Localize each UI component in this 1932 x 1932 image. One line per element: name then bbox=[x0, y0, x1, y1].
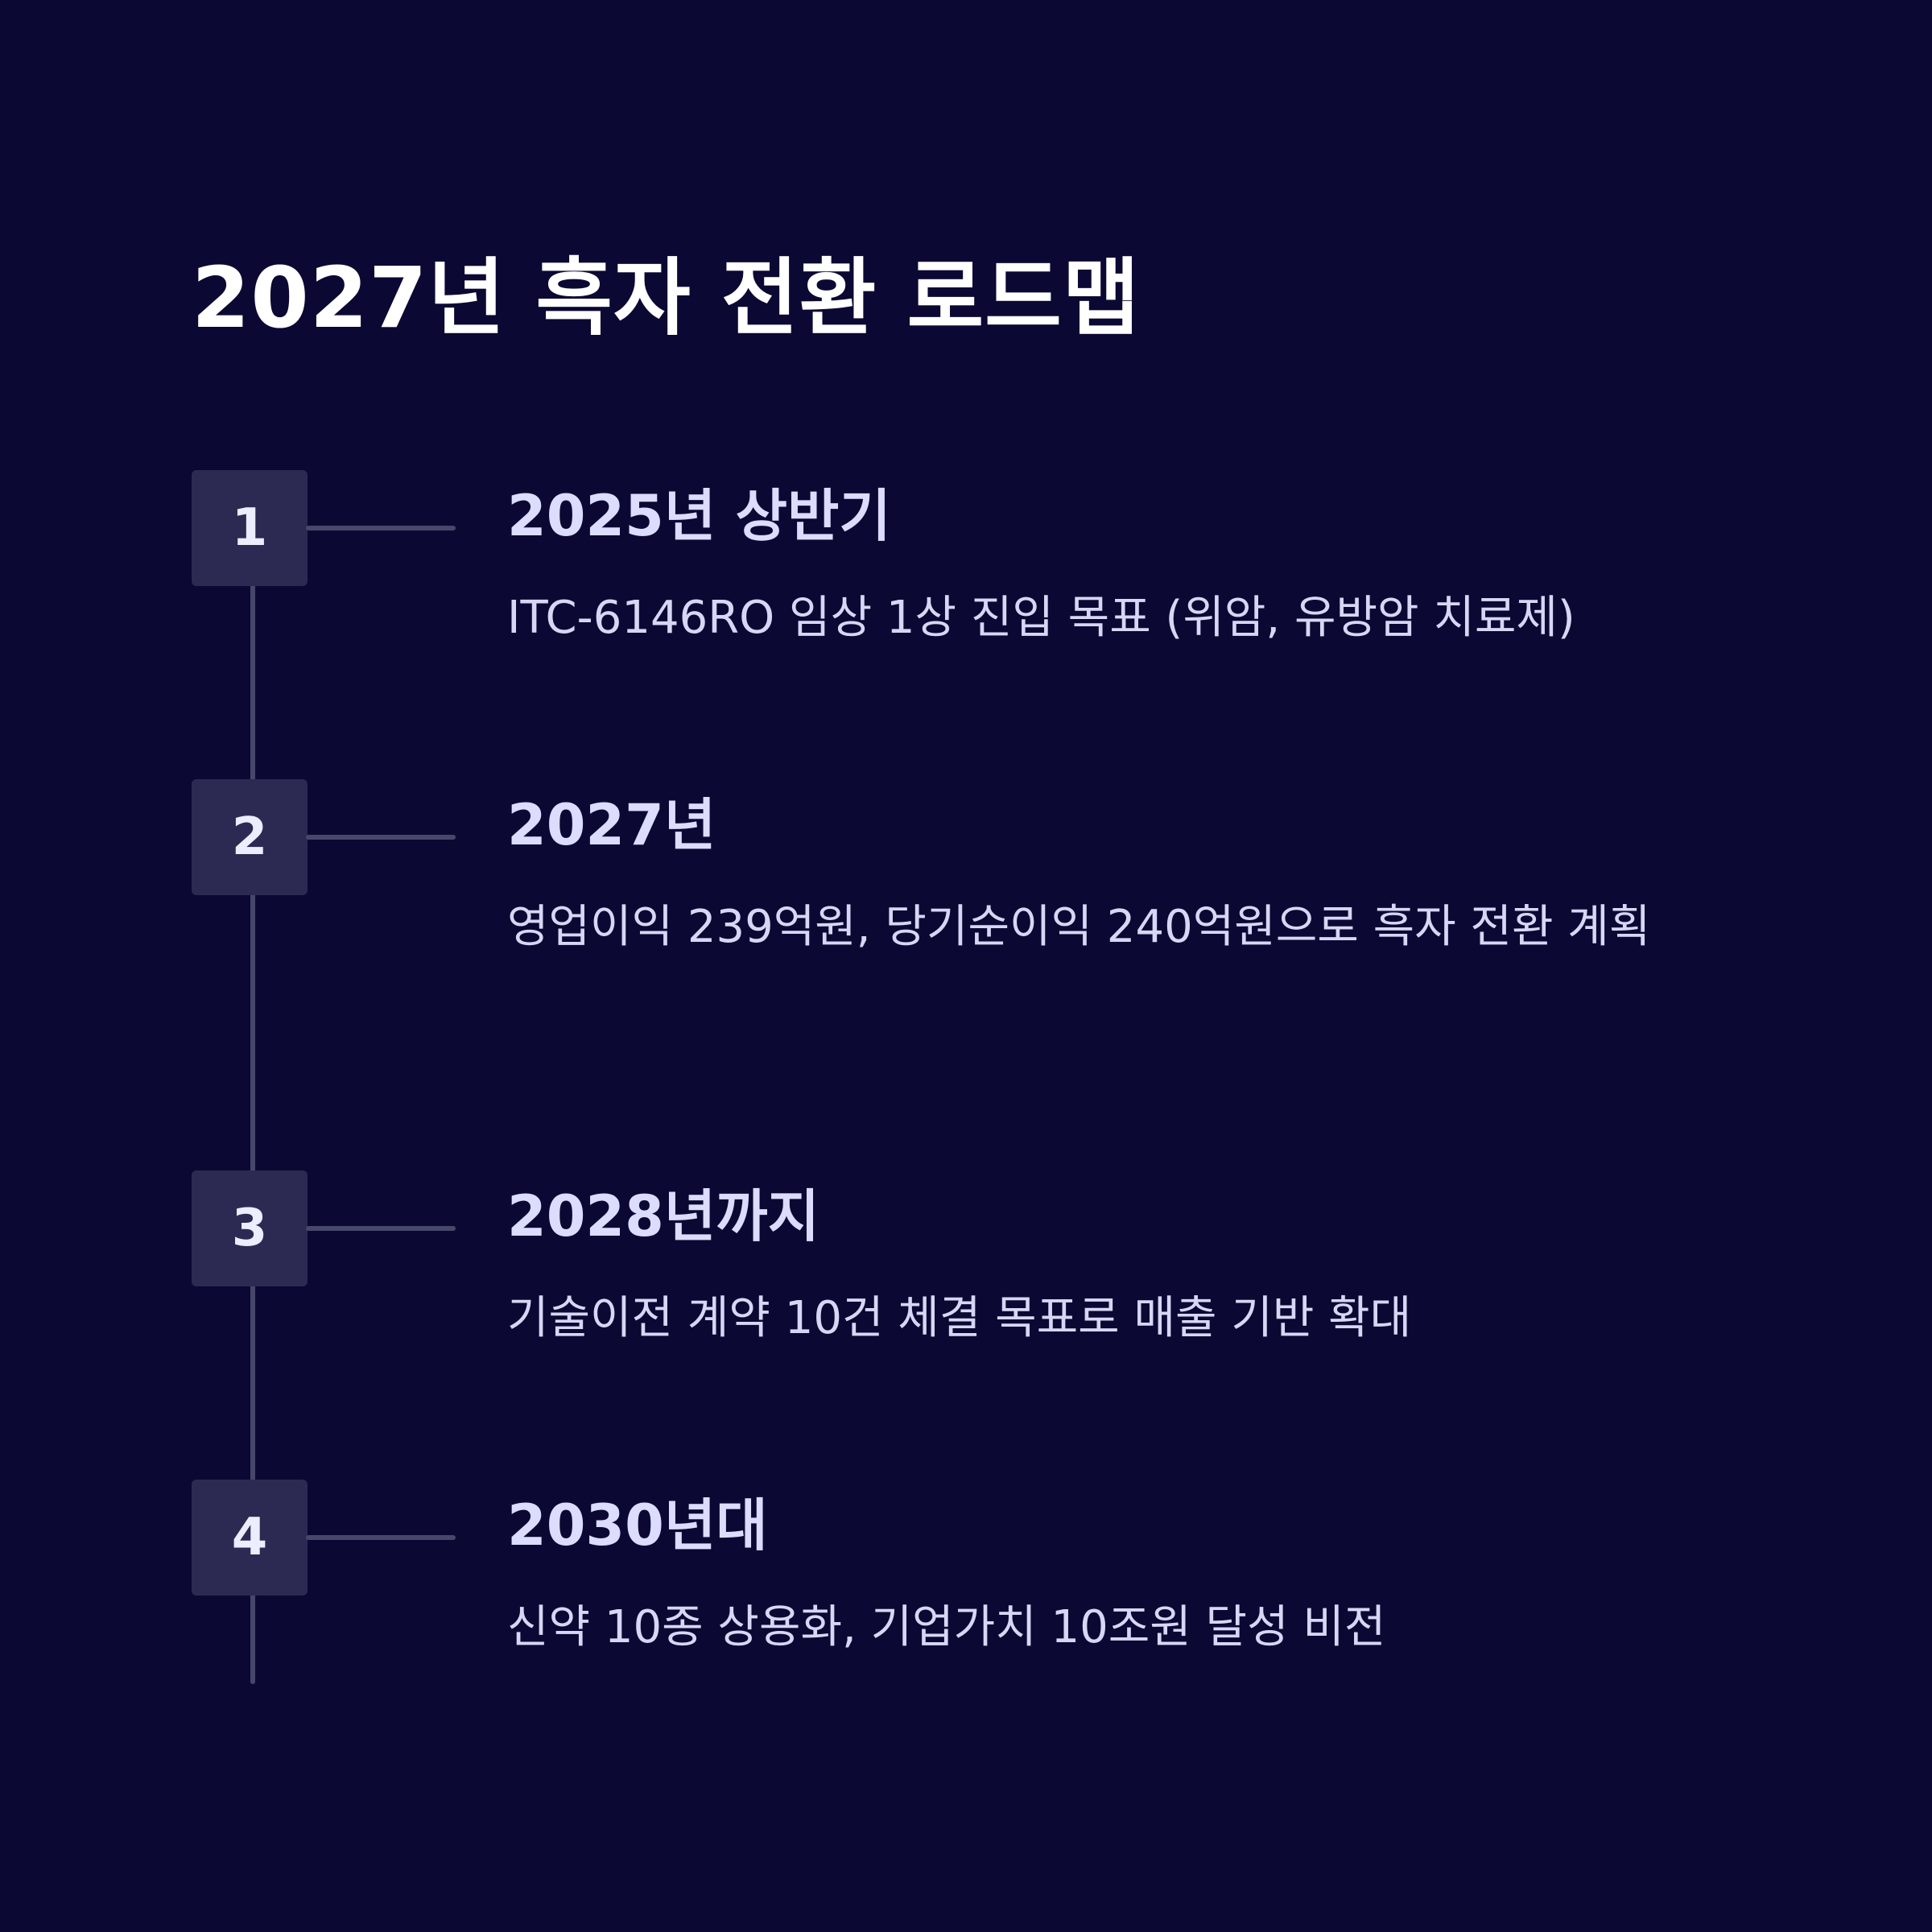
step-description: 신약 10종 상용화, 기업가치 10조원 달성 비전 bbox=[507, 1601, 1386, 1653]
step-connector bbox=[306, 526, 456, 530]
timeline-line bbox=[250, 564, 255, 1684]
step-connector bbox=[306, 1535, 456, 1540]
step-number-badge: 3 bbox=[192, 1170, 308, 1286]
step-title: 2028년까지 bbox=[507, 1183, 820, 1249]
page-title: 2027년 흑자 전환 로드맵 bbox=[192, 249, 1141, 347]
step-title: 2030년대 bbox=[507, 1492, 768, 1558]
step-title: 2025년 상반기 bbox=[507, 483, 891, 549]
step-connector bbox=[306, 835, 456, 840]
step-number-badge: 2 bbox=[192, 779, 308, 895]
step-title: 2027년 bbox=[507, 792, 716, 858]
step-number-badge: 4 bbox=[192, 1480, 308, 1596]
step-connector bbox=[306, 1226, 456, 1231]
step-description: 영업이익 239억원, 당기순이익 240억원으로 흑자 전환 계획 bbox=[507, 901, 1651, 953]
step-description: 기술이전 계약 10건 체결 목표로 매출 기반 확대 bbox=[507, 1292, 1412, 1344]
step-number-badge: 1 bbox=[192, 470, 308, 586]
step-description: ITC-6146RO 임상 1상 진입 목표 (위암, 유방암 치료제) bbox=[507, 592, 1575, 644]
